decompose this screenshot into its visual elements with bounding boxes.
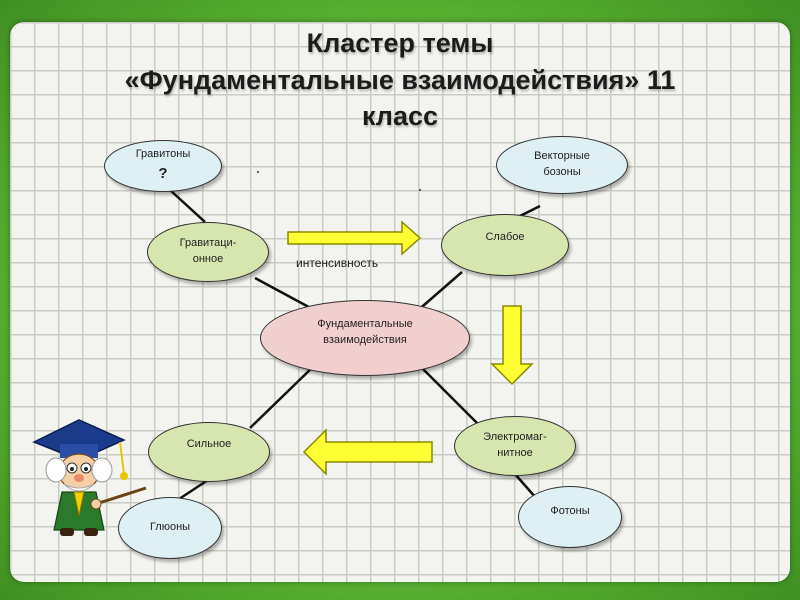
node-electromagnetic-label-1: Электромаг- [483,431,547,444]
node-electromagnetic: Электромаг- нитное [454,416,576,476]
connector-center-electromagnetic [417,363,479,425]
title-line-3: класс [361,101,439,131]
node-photons: Фотоны [518,486,622,548]
connector-weak-center [415,271,463,313]
node-photons-label: Фотоны [550,505,590,518]
node-gravitons: Гравитоны ? [104,140,222,192]
node-strong: Сильное [148,422,270,482]
node-fundamental-interactions: Фундаментальные взаимодействия [260,300,470,376]
node-gluons-label: Глюоны [149,521,191,534]
intensity-label: интенсивность [296,256,379,270]
node-vector-bosons: Векторные бозоны [496,136,628,194]
node-gravitational: Гравитаци- онное [147,222,269,282]
node-weak-label: Слабое [485,231,525,244]
node-strong-label: Сильное [186,438,232,451]
node-center-label: Фундаментальные взаимодействия [317,318,413,346]
title-line-1: Кластер темы [306,28,494,58]
node-vector-bosons-label: Векторные бозоны [534,150,590,178]
node-gravitational-label-2: онное [192,253,224,265]
arrow-down-icon [490,305,534,386]
node-gravitons-question: ? [158,165,168,183]
node-gluons: Глюоны [118,497,222,559]
arrow-right-icon [287,220,422,256]
node-weak: Слабое [441,214,569,276]
professor-clipart-icon [32,419,147,536]
arrow-left-icon [302,428,433,476]
node-electromagnetic-label-2: нитное [497,447,533,459]
title-line-2: «Фундаментальные взаимодействия» 11 [124,65,676,95]
connector-center-strong [249,363,317,429]
node-gravitational-label-1: Гравитаци- [179,237,237,250]
node-gravitons-label: Гравитоны [135,148,191,161]
connector-gravitons-gravitational [169,189,206,223]
